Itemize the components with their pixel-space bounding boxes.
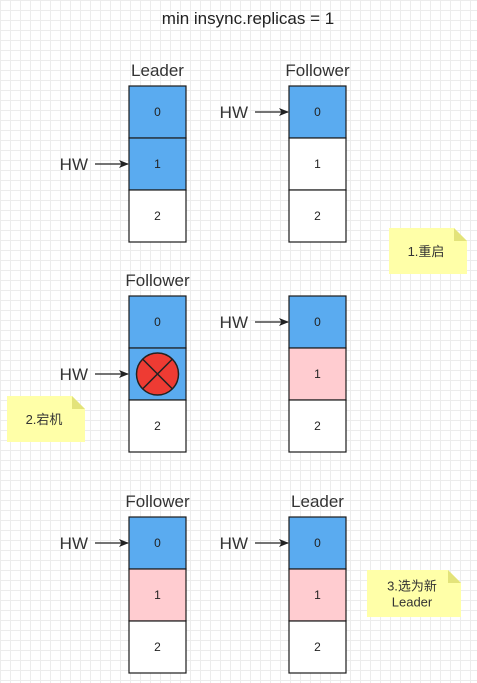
diagram-content: Leader012HWFollower012HW1.重启Follower02HW… [7, 61, 467, 674]
broker-role-label: Leader [291, 492, 344, 511]
diagram-title: min insync.replicas = 1 [162, 9, 334, 28]
log-offset-label: 2 [154, 209, 161, 223]
log-offset-label: 1 [314, 157, 321, 171]
log-offset-label: 0 [314, 105, 321, 119]
log-offset-label: 1 [154, 157, 161, 171]
log-offset-label: 0 [314, 315, 321, 329]
log-cell [128, 399, 187, 453]
log-cell [128, 137, 187, 191]
log-cell [288, 347, 347, 401]
hw-label: HW [60, 155, 88, 174]
broker-role-label: Leader [131, 61, 184, 80]
log-cell [288, 85, 347, 139]
note-text: 3.选为新 [387, 579, 437, 594]
log-cell [128, 620, 187, 674]
hw-label: HW [60, 365, 88, 384]
log-cell [288, 399, 347, 453]
note-box: 1.重启 [389, 228, 467, 274]
log-offset-label: 0 [154, 105, 161, 119]
log-cell [128, 568, 187, 622]
log-cell [288, 137, 347, 191]
log-cell [128, 189, 187, 243]
log-cell [128, 516, 187, 570]
hw-label: HW [220, 313, 248, 332]
log-offset-label: 1 [314, 367, 321, 381]
log-offset-label: 1 [314, 588, 321, 602]
broker-role-label: Follower [285, 61, 350, 80]
log-cell [288, 516, 347, 570]
note-box: 2.宕机 [7, 396, 85, 442]
hw-label: HW [60, 534, 88, 553]
broker-role-label: Follower [125, 271, 190, 290]
log-offset-label: 2 [314, 640, 321, 654]
hw-label: HW [220, 103, 248, 122]
hw-label: HW [220, 534, 248, 553]
log-cell [288, 295, 347, 349]
note-text: Leader [392, 595, 433, 610]
log-cell [288, 620, 347, 674]
log-cell [128, 295, 187, 349]
log-cell [288, 189, 347, 243]
log-offset-label: 2 [154, 419, 161, 433]
crash-icon [135, 352, 180, 396]
log-offset-label: 0 [154, 536, 161, 550]
log-offset-label: 2 [314, 209, 321, 223]
log-offset-label: 0 [314, 536, 321, 550]
log-cell [128, 85, 187, 139]
log-offset-label: 1 [154, 588, 161, 602]
note-text: 2.宕机 [26, 412, 63, 427]
log-offset-label: 2 [154, 640, 161, 654]
log-offset-label: 0 [154, 315, 161, 329]
broker-role-label: Follower [125, 492, 190, 511]
log-offset-label: 2 [314, 419, 321, 433]
note-text: 1.重启 [408, 244, 445, 259]
